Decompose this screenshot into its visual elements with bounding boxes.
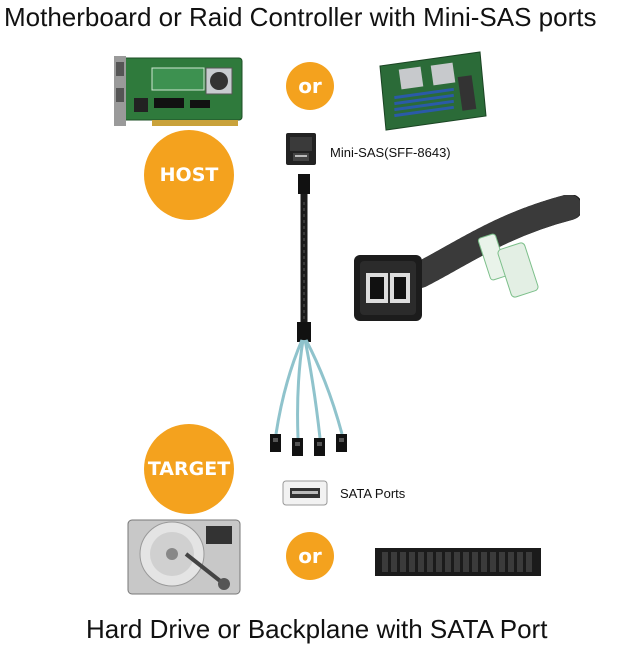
bottom-heading: Hard Drive or Backplane with SATA Port [86, 614, 548, 644]
drive-backplane-image [375, 548, 541, 576]
breakout-cable-image [270, 174, 347, 456]
mini-sas-port-icon [286, 133, 316, 165]
mini-sas-connector-closeup-image [354, 195, 580, 321]
host-badge: HOST [144, 130, 234, 220]
mini-sas-label: Mini-SAS(SFF-8643) [330, 145, 451, 160]
or-badge-bottom: or [286, 532, 334, 580]
top-heading: Motherboard or Raid Controller with Mini… [4, 2, 597, 32]
sata-ports-label: SATA Ports [340, 486, 406, 501]
hard-drive-image [127, 519, 241, 595]
target-badge: TARGET [144, 424, 234, 514]
raid-controller-card-image [114, 56, 243, 126]
or-badge-top: or [286, 62, 334, 110]
sata-port-icon [282, 480, 328, 506]
server-motherboard-image [379, 51, 487, 131]
